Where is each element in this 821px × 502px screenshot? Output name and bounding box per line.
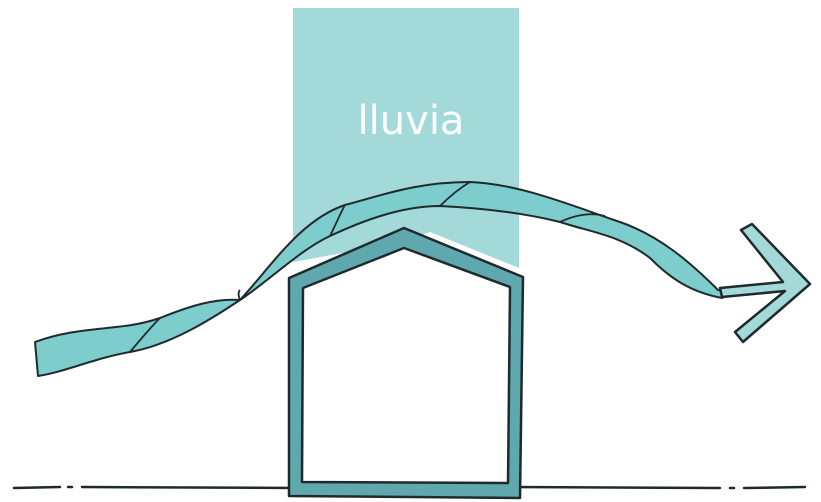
wind-arrow-icon: [720, 224, 810, 342]
rain-label: lluvia: [358, 98, 465, 144]
house-icon: [289, 228, 523, 498]
wind-ribbon: [35, 182, 736, 376]
